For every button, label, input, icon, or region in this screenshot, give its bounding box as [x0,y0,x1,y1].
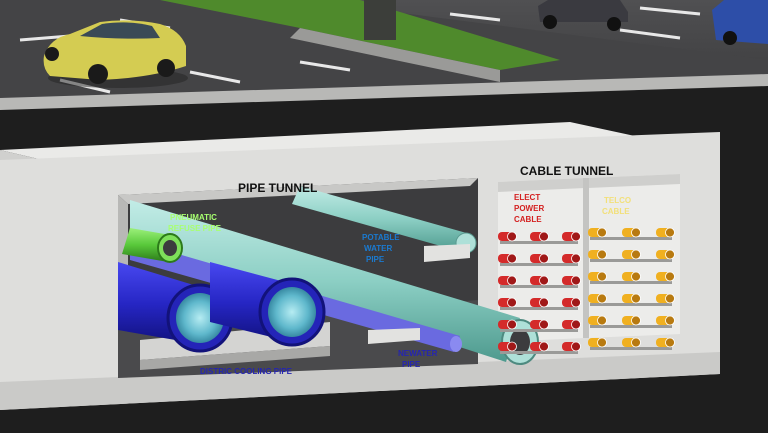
elect-power-cable-end [571,319,581,330]
potable-label-line2: WATER [364,244,393,253]
telco-cable-end [597,249,607,260]
telco-tray [590,259,672,262]
elect-power-cable-end [571,341,581,352]
elect-power-cables [498,231,581,354]
elect-power-cable-end [507,275,517,286]
telco-cable-end [665,293,675,304]
elect-power-cable-end [507,319,517,330]
pneumatic-label-line1: PNEUMATIC [170,213,217,222]
curb [0,74,768,112]
elect-power-cable-end [571,297,581,308]
telco-cable-end [597,315,607,326]
elect-power-cable-end [539,253,549,264]
telco-cable-end [597,271,607,282]
elect-label-line3: CABLE [514,215,542,224]
telco-cable-end [631,315,641,326]
telco-tray [590,281,672,284]
pipe-tunnel-label: PIPE TUNNEL [238,181,317,195]
telco-tray [590,237,672,240]
elect-power-cable-end [507,253,517,264]
telco-tray [590,347,672,350]
potable-label-line1: POTABLE [362,233,400,242]
telco-cable-end [631,249,641,260]
newater-label-line2: PIPE [402,360,421,369]
elect-power-cable-end [507,341,517,352]
telco-cable-end [665,249,675,260]
potable-water-pipe-top [292,186,477,262]
pneumatic-label-line2: REFUSE PIPE [168,224,222,233]
elect-power-cable-end [571,275,581,286]
blue-car [712,0,768,45]
telco-cable-end [665,337,675,348]
telco-cable-end [665,271,675,282]
elect-label-line2: POWER [514,204,544,213]
pneumatic-refuse-pipe [122,228,183,263]
dark-car [538,0,628,31]
tree-trunk [364,0,396,40]
telco-cable-end [665,315,675,326]
telco-cable-end [631,227,641,238]
telco-cables [588,227,675,350]
elect-power-cable-end [539,297,549,308]
elect-power-cable-end [571,231,581,242]
telco-tray [590,303,672,306]
cable-tunnel-label: CABLE TUNNEL [520,164,613,178]
elect-power-tray [500,241,578,244]
elect-power-cable-end [539,275,549,286]
yellow-car [43,20,188,88]
telco-cable-end [597,293,607,304]
elect-power-cable-end [507,231,517,242]
elect-power-cable-end [539,319,549,330]
telco-cable-end [631,271,641,282]
elect-power-cable-end [539,341,549,352]
elect-power-tray [500,263,578,266]
telco-cable-end [631,293,641,304]
elect-power-cable-end [539,231,549,242]
elect-power-tray [500,351,578,354]
district-cooling-label: DISTRIC COOLING PIPE [200,367,293,376]
grass-median [160,0,560,70]
telco-cable-end [597,227,607,238]
telco-tray [590,325,672,328]
elect-power-tray [500,285,578,288]
telco-cable-end [597,337,607,348]
elect-power-tray [500,307,578,310]
newater-label-line1: NEWATER [398,349,438,358]
telco-cable-end [665,227,675,238]
potable-label-line3: PIPE [366,255,385,264]
district-cooling-pipe-2 [210,262,326,347]
elect-power-cable-end [571,253,581,264]
telco-label-line2: CABLE [602,207,630,216]
street-surface [0,0,768,112]
elect-power-cable-end [507,297,517,308]
telco-cable-end [631,337,641,348]
telco-label-line1: TELCO [604,196,631,205]
elect-label-line1: ELECT [514,193,540,202]
elect-power-tray [500,329,578,332]
